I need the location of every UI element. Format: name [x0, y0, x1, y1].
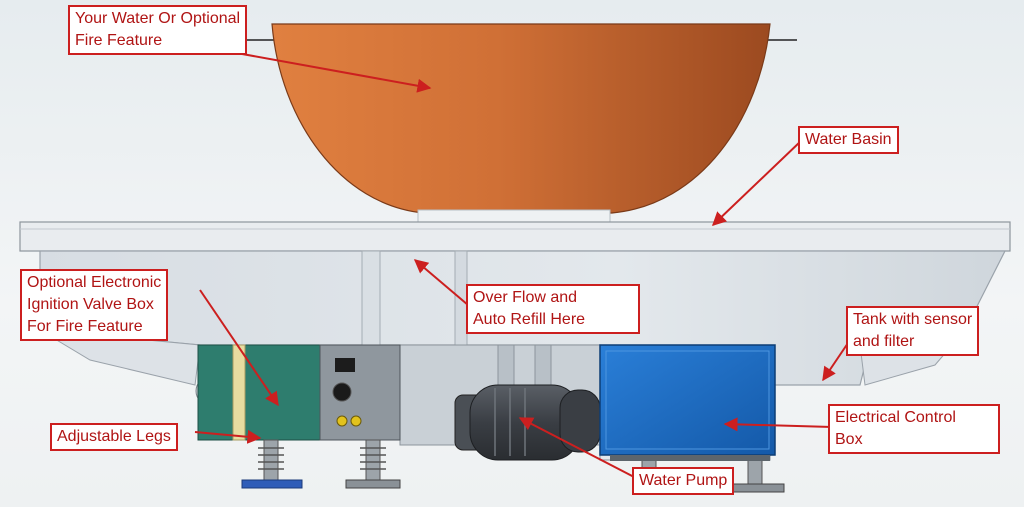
callout-water-basin-line1: Water Basin [805, 131, 892, 148]
adjustable-leg-left [241, 439, 303, 489]
overflow-pipe [361, 250, 381, 346]
callout-fire-feature-line1: Your Water Or Optional [75, 10, 241, 27]
electrical-control-box [599, 344, 776, 456]
callout-tank-line1: Tank with sensor [853, 311, 973, 328]
ignition-panel [319, 344, 401, 441]
callout-ignition-box: Optional Electronic Ignition Valve Box F… [20, 269, 169, 341]
callout-water-basin: Water Basin [798, 126, 899, 154]
callout-pump: Water Pump [632, 467, 735, 495]
callout-tank-line2: and filter [853, 333, 915, 350]
callout-fire-feature-line2: Fire Feature [75, 32, 163, 49]
ignition-valve-box [197, 344, 321, 441]
callout-control-box-line1: Electrical Control [835, 409, 956, 426]
callout-pump-line1: Water Pump [639, 472, 728, 489]
adjustable-leg-center [345, 439, 401, 489]
callout-overflow-line1: Over Flow and [473, 289, 578, 306]
callout-legs: Adjustable Legs [50, 423, 178, 451]
callout-ignition-box-line2: Ignition Valve Box [27, 296, 154, 313]
pointer-arrows [164, 39, 851, 479]
callout-ignition-box-line3: For Fire Feature [27, 318, 143, 335]
basin-slab [19, 221, 1011, 252]
callout-ignition-box-line1: Optional Electronic [27, 274, 162, 291]
fire-bowl [271, 23, 771, 214]
callout-fire-feature: Your Water Or Optional Fire Feature [68, 5, 248, 55]
callout-legs-line1: Adjustable Legs [57, 428, 171, 445]
bowl-base [417, 209, 611, 223]
callout-control-box-line2: Box [835, 431, 863, 448]
callout-tank: Tank with sensor and filter [846, 306, 980, 356]
callout-overflow-line2: Auto Refill Here [473, 311, 586, 328]
callout-control-box: Electrical Control Box [828, 404, 1000, 454]
callout-overflow: Over Flow and Auto Refill Here [466, 284, 640, 334]
